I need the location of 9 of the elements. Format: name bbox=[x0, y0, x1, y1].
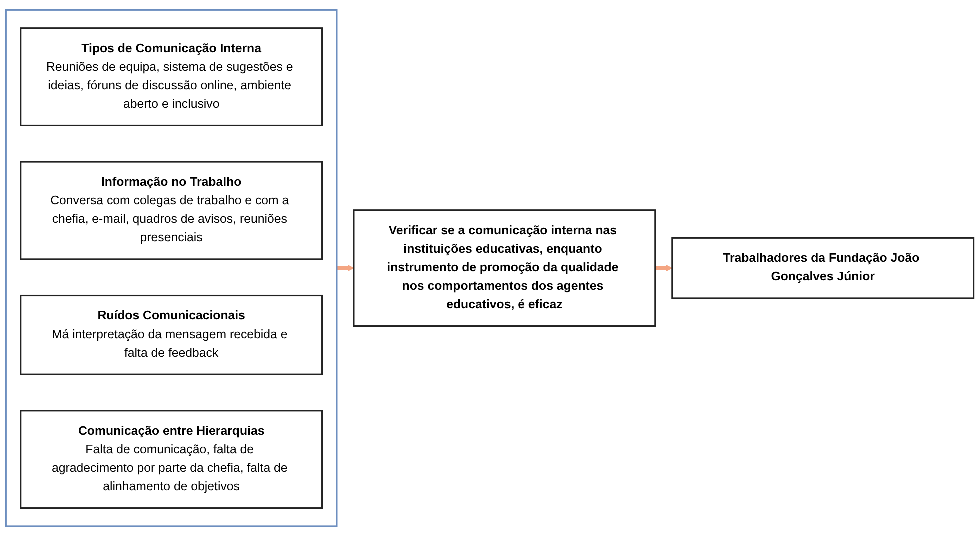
node-box: Ruídos Comunicacionais Má interpretação da mensagem recebida e falta de feedback bbox=[20, 294, 324, 376]
node-box: Comunicação entre Hierarquias Falta de comunicação, falta de agradecimento por parte da chefia, falta de alinhamento de objetivos bbox=[20, 410, 324, 509]
arrow bbox=[336, 264, 354, 272]
node-box: Trabalhadores da Fundação João Gonçalves Júnior bbox=[672, 237, 975, 299]
node-box: Verificar se a comunicação interna nas instituições educativas, enquanto instrumento de promoção da qualidade nos comportamentos dos agentes educativos, é eficaz bbox=[353, 209, 656, 327]
node-box: Tipos de Comunicação Interna Reuniões de equipa, sistema de sugestões e ideias, fóruns de discussão online, ambiente aberto e inclusivo bbox=[20, 27, 324, 126]
arrow bbox=[654, 264, 673, 272]
cluster bbox=[5, 9, 338, 527]
node-box: Informação no Trabalho Conversa com colegas de trabalho e com a chefia, e-mail, quadros de avisos, reuniões presenciais bbox=[20, 160, 324, 260]
